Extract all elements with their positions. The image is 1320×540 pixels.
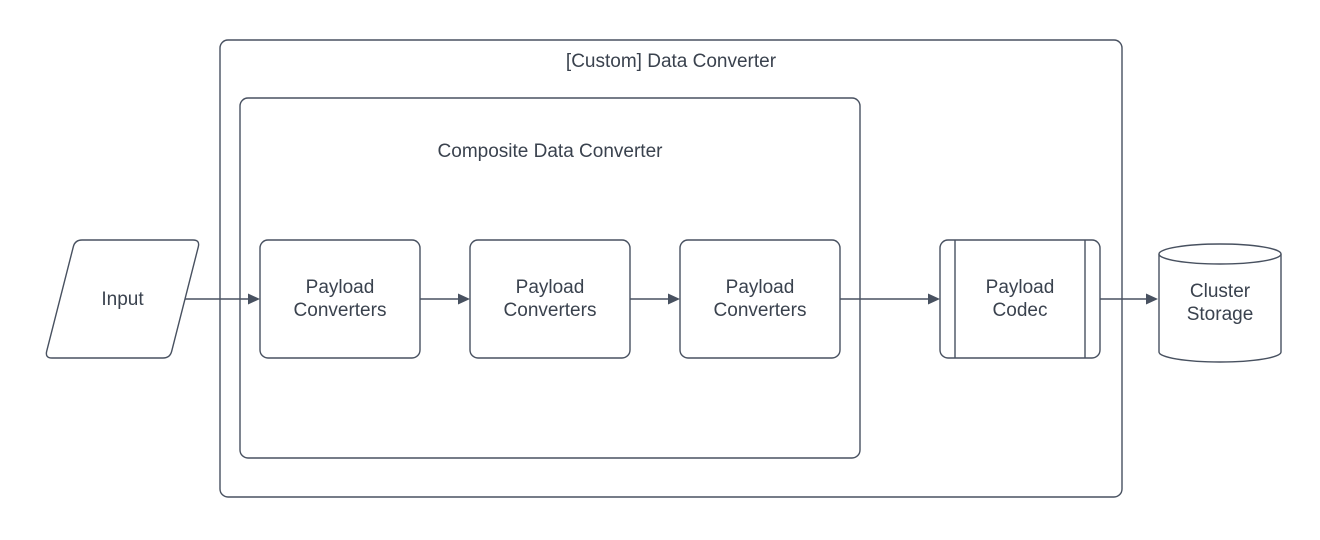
payload-converter-3-text: Payload Converters (713, 277, 807, 321)
payload-converter-3-label: Payload Converters (680, 240, 840, 358)
payload-converter-1-text: Payload Converters (293, 277, 387, 321)
input-node-label: Input (60, 240, 185, 358)
composite-data-converter-title: Composite Data Converter (437, 141, 663, 162)
payload-converter-2-text: Payload Converters (503, 277, 597, 321)
payload-codec-shape (939, 239, 1101, 359)
payload-converter-3-shape (679, 239, 841, 359)
payload-converter-1-label: Payload Converters (260, 240, 420, 358)
payload-codec-text: Payload Codec (985, 277, 1055, 321)
input-label-text: Input (101, 288, 144, 310)
payload-converter-1-shape (259, 239, 421, 359)
cluster-storage-top (1158, 243, 1282, 265)
payload-converter-2-label: Payload Converters (470, 240, 630, 358)
cluster-storage-text: Cluster Storage (1186, 281, 1254, 325)
payload-converter-2-shape (469, 239, 631, 359)
cluster-storage-label: Cluster Storage (1159, 246, 1281, 360)
custom-data-converter-title: [Custom] Data Converter (565, 51, 777, 72)
payload-codec-label: Payload Codec (955, 240, 1085, 358)
cluster-storage-body (1158, 254, 1282, 363)
input-node-shape (45, 239, 200, 359)
